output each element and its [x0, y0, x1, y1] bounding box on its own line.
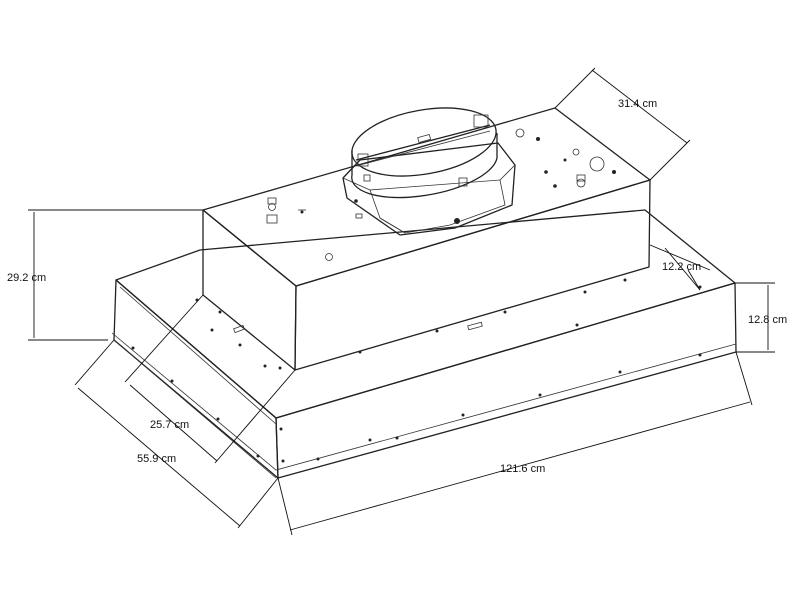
damper-blade [355, 124, 491, 161]
base-rim-line [111, 332, 737, 471]
upper-front-face [294, 179, 651, 371]
label-base-height: 12.8 cm [748, 314, 787, 326]
mount-hole-icon [515, 128, 525, 138]
collar-housing [342, 142, 516, 236]
exhaust-collar [342, 107, 516, 236]
upper-top-face [202, 107, 651, 287]
base-top-face [115, 209, 736, 419]
label-total-depth: 55.9 cm [137, 453, 176, 465]
dimension-lines [28, 67, 775, 536]
damper-clip-left-icon [357, 153, 369, 167]
damper-clip-icon [473, 114, 489, 128]
base-screw-holes [131, 278, 702, 463]
collar-screw-icon [454, 218, 460, 224]
collar-top-ellipse [351, 107, 497, 177]
upper-left-face [202, 209, 297, 371]
top-bracket-icon [266, 214, 278, 224]
top-left-bolt-icon [268, 203, 276, 211]
cable-port-icon [589, 156, 605, 172]
base-slot-right-icon [467, 321, 483, 331]
hood-base [111, 209, 737, 479]
top-face-details [266, 128, 616, 261]
base-left-face [113, 279, 279, 479]
dimension-labels: 31.4 cm 29.2 cm 12.2 cm 12.8 cm 25.7 cm … [7, 98, 787, 475]
label-depth-top: 31.4 cm [618, 98, 657, 110]
base-rim-lower [113, 339, 277, 479]
damper-hinge-icon [417, 134, 432, 143]
top-bolt-icon [576, 178, 586, 188]
base-slot-icon [233, 324, 245, 334]
label-total-height: 29.2 cm [7, 272, 46, 284]
label-offset-right: 12.2 cm [662, 261, 701, 273]
base-inner-lip [119, 286, 277, 425]
collar-cylinder [351, 133, 498, 199]
label-width: 121.6 cm [500, 463, 545, 475]
label-inner-depth: 25.7 cm [150, 419, 189, 431]
front-bolt-icon [325, 253, 333, 261]
